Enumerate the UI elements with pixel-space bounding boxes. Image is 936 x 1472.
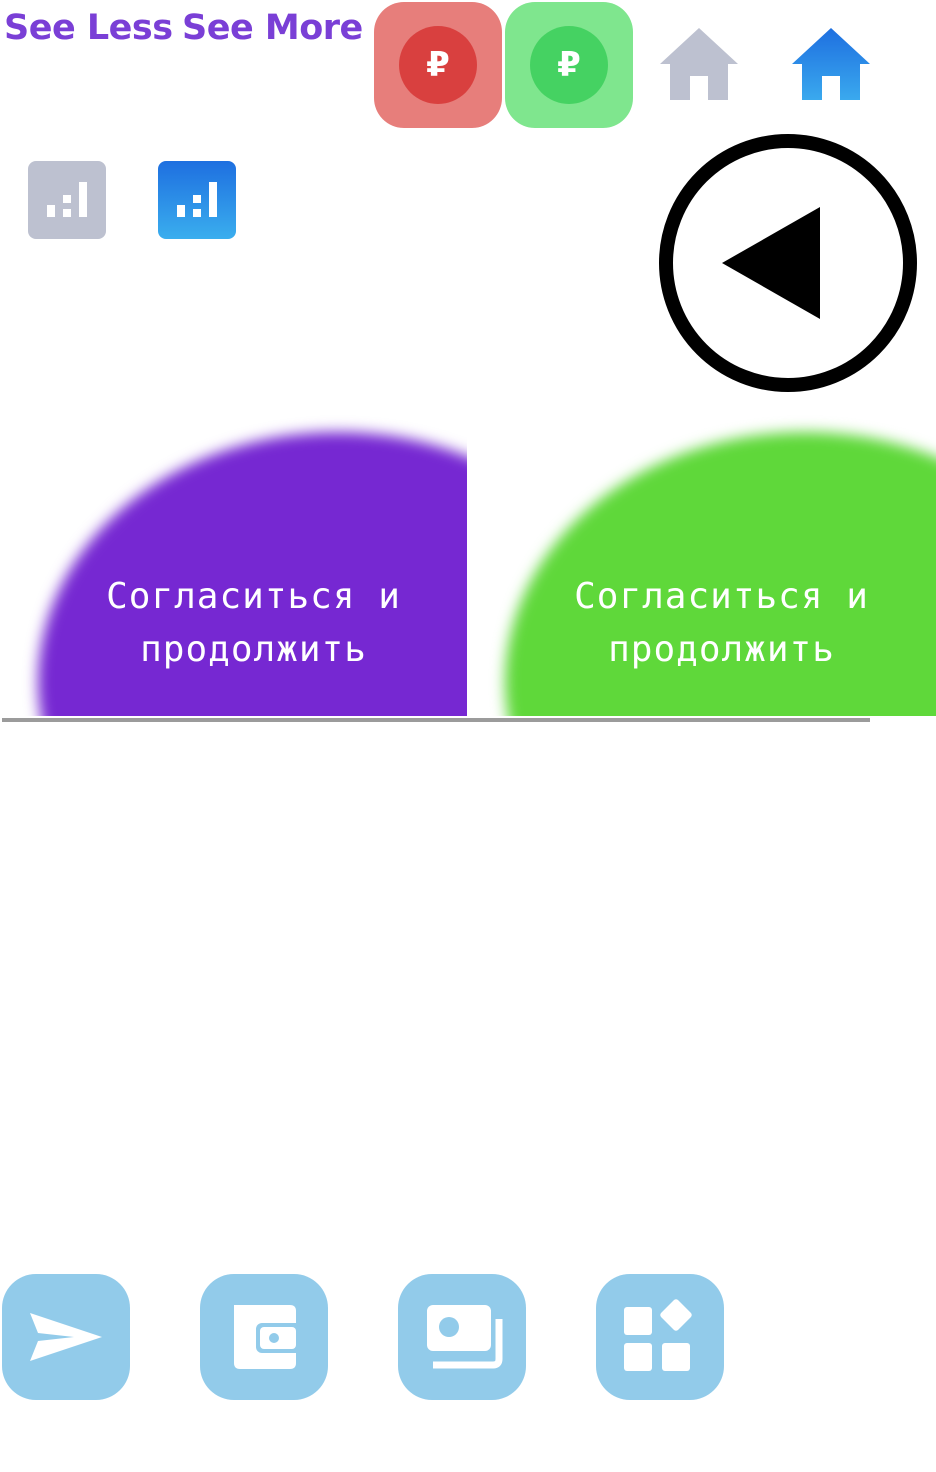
home-icon[interactable]	[788, 24, 874, 102]
apps-button[interactable]	[596, 1274, 724, 1400]
divider	[2, 718, 870, 722]
see-more-link[interactable]: See More	[182, 8, 363, 48]
ruble-icon: ₽	[530, 26, 608, 104]
home-icon[interactable]	[656, 24, 742, 102]
agree-continue-label[interactable]: Согласиться и продолжить	[106, 576, 401, 670]
cash-icon	[427, 1305, 503, 1369]
ruble-button-red[interactable]: ₽	[374, 2, 502, 128]
send-button[interactable]	[2, 1274, 130, 1400]
ruble-icon: ₽	[399, 26, 477, 104]
ruble-button-green[interactable]: ₽	[505, 2, 633, 128]
agree-blob-green[interactable]: Согласиться и продолжить	[467, 410, 936, 716]
cash-button[interactable]	[398, 1274, 526, 1400]
play-back-icon[interactable]	[658, 133, 918, 393]
see-less-link[interactable]: See Less	[4, 8, 173, 48]
bar-chart-icon[interactable]	[27, 160, 107, 240]
send-icon	[30, 1313, 102, 1361]
apps-icon	[624, 1299, 692, 1371]
wallet-icon	[234, 1305, 302, 1369]
agree-blob-purple[interactable]: Согласиться и продолжить	[0, 410, 467, 716]
bar-chart-icon[interactable]	[157, 160, 237, 240]
wallet-button[interactable]	[200, 1274, 328, 1400]
agree-continue-label[interactable]: Согласиться и продолжить	[574, 576, 869, 670]
